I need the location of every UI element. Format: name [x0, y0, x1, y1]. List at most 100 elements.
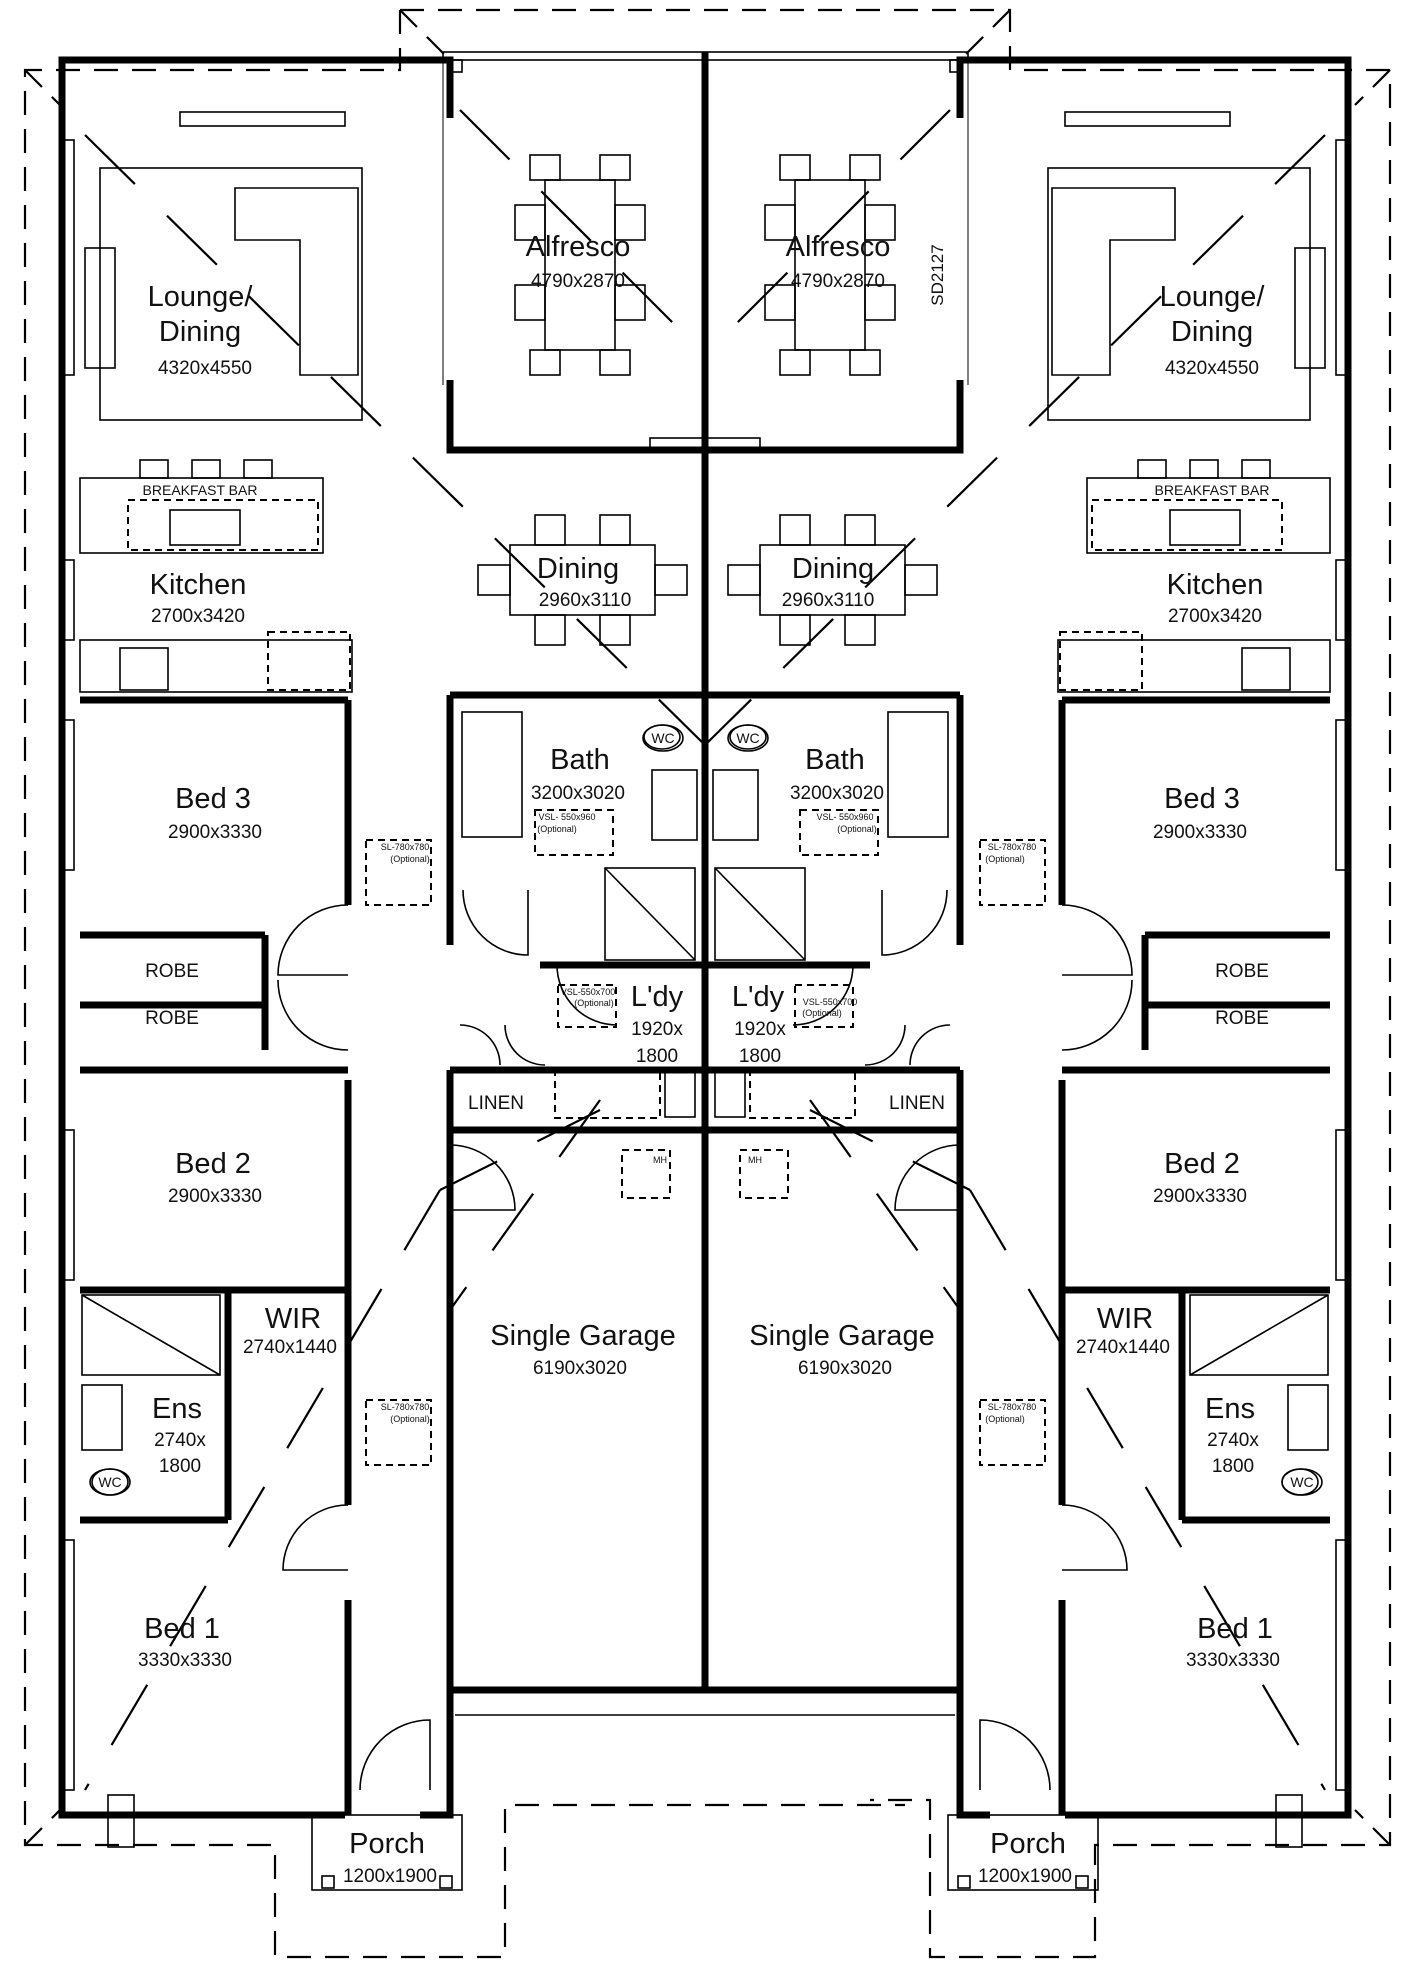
bath-dimension: 3200x3020 — [790, 783, 884, 804]
alfresco-label: Alfresco — [526, 231, 631, 263]
wc-fixtures — [89, 724, 1323, 1496]
bed2-dimension: 2900x3330 — [1153, 1186, 1247, 1207]
windows — [59, 111, 1351, 1791]
skylight-lower-note: (Optional) — [985, 1414, 1025, 1424]
ensuite-wc-label: WC — [98, 1474, 121, 1490]
laundry-vanity-label: VSL-550x700 — [561, 987, 616, 997]
garage-label: Single Garage — [749, 1320, 934, 1352]
dining-dimension: 2960x3110 — [539, 590, 632, 611]
skylight-upper-note: (Optional) — [985, 854, 1025, 864]
lounge-label: Lounge/ — [1160, 281, 1266, 313]
bed3-label: Bed 3 — [1164, 783, 1240, 815]
alfresco-label: Alfresco — [786, 231, 891, 263]
dining-label: Dining — [792, 553, 874, 585]
bed1-label: Bed 1 — [144, 1613, 220, 1645]
ensuite-label: Ens — [152, 1393, 202, 1425]
skylights — [365, 839, 1046, 1466]
kitchen-dimension: 2700x3420 — [1168, 606, 1262, 627]
alfresco-dimension: 4790x2870 — [791, 271, 885, 292]
dining-dimension: 2960x3110 — [782, 590, 875, 611]
skylight-lower-label: SL-780x780 — [381, 1402, 430, 1412]
breakfast-bar-label: BREAKFAST BAR — [1155, 482, 1270, 498]
skylight-upper-label: SL-780x780 — [988, 842, 1037, 852]
bath-label: Bath — [550, 744, 610, 776]
lounge-label-line2: Dining — [159, 316, 241, 348]
laundry-vanity-note: (Optional) — [802, 1008, 842, 1018]
lounge-label-line2: Dining — [1171, 316, 1253, 348]
linen-label: LINEN — [468, 1093, 524, 1114]
laundry-vanity-label: VSL-550x700 — [803, 997, 858, 1007]
skylight-upper-label: SL-780x780 — [381, 842, 430, 852]
dining-tables — [477, 514, 938, 646]
garage-label: Single Garage — [490, 1320, 675, 1352]
drawing-code: SD2127 — [928, 244, 947, 305]
left-unit-labels: Lounge/ Dining 4320x4550 Alfresco 4790x2… — [98, 231, 683, 1887]
laundry-vanity-note: (Optional) — [574, 998, 614, 1008]
ensuite-dimension: 2740x — [154, 1430, 206, 1451]
bed1-dimension: 3330x3330 — [138, 1650, 232, 1671]
garage-dimension: 6190x3020 — [533, 1358, 627, 1379]
breakfast-bar-label: BREAKFAST BAR — [143, 482, 258, 498]
kitchen-dimension: 2700x3420 — [151, 606, 245, 627]
laundry-label: L'dy — [732, 981, 785, 1013]
bed2-label: Bed 2 — [1164, 1148, 1240, 1180]
ensuite-dimension-line2: 1800 — [159, 1456, 201, 1477]
doors — [277, 889, 1133, 1791]
ensuite-dimension: 2740x — [1207, 1430, 1259, 1451]
wir-label: WIR — [265, 1303, 321, 1335]
bath-wc-label: WC — [736, 730, 759, 746]
kitchen-label: Kitchen — [150, 569, 247, 601]
robe-lower-label: ROBE — [145, 1008, 199, 1029]
bath-dimension: 3200x3020 — [531, 783, 625, 804]
bathroom-fixtures — [461, 711, 949, 1199]
porch-label: Porch — [990, 1828, 1066, 1860]
laundry-dimension: 1920x — [631, 1019, 683, 1040]
ensuite-wc-label: WC — [1290, 1474, 1313, 1490]
ensuite-dimension-line2: 1800 — [1212, 1456, 1254, 1477]
robe-upper-label: ROBE — [145, 961, 199, 982]
bath-label: Bath — [805, 744, 865, 776]
alfresco-frame — [442, 51, 969, 385]
skylight-lower-note: (Optional) — [390, 1414, 430, 1424]
laundry-dimension-line2: 1800 — [636, 1046, 678, 1067]
roof-hip-lines — [84, 109, 1326, 1791]
kitchen-label: Kitchen — [1167, 569, 1264, 601]
linen-label: LINEN — [889, 1093, 945, 1114]
lounge-furniture — [84, 167, 1326, 421]
alfresco-dimension: 4790x2870 — [531, 271, 625, 292]
skylight-upper-note: (Optional) — [390, 854, 430, 864]
alfresco-tables — [514, 154, 896, 376]
bath-vanity-note: (Optional) — [837, 824, 877, 834]
porch-dimension: 1200x1900 — [978, 1866, 1072, 1887]
garage-dimension: 6190x3020 — [798, 1358, 892, 1379]
laundry-label: L'dy — [631, 981, 684, 1013]
wir-dimension: 2740x1440 — [1076, 1337, 1170, 1358]
porch-label: Porch — [349, 1828, 425, 1860]
bath-wc-label: WC — [651, 730, 674, 746]
bath-vanity-label: VSL- 550x960 — [538, 812, 595, 822]
porches — [107, 1794, 1303, 1891]
right-unit-labels: Lounge/ Dining 4320x4550 Alfresco 4790x2… — [732, 231, 1314, 1887]
wir-label: WIR — [1097, 1303, 1153, 1335]
bed2-label: Bed 2 — [175, 1148, 251, 1180]
wir-dimension: 2740x1440 — [243, 1337, 337, 1358]
internal-walls — [80, 691, 1330, 1815]
bed3-dimension: 2900x3330 — [168, 822, 262, 843]
lounge-dimension: 4320x4550 — [1165, 358, 1259, 379]
bed3-label: Bed 3 — [175, 783, 251, 815]
kitchen-benches — [79, 459, 1331, 693]
bed3-dimension: 2900x3330 — [1153, 822, 1247, 843]
bath-vanity-label: VSL- 550x960 — [816, 812, 873, 822]
laundry-dimension-line2: 1800 — [739, 1046, 781, 1067]
manhole-label: MH — [748, 1155, 762, 1165]
bed1-label: Bed 1 — [1197, 1613, 1273, 1645]
manhole-label: MH — [653, 1155, 667, 1165]
dining-label: Dining — [537, 553, 619, 585]
lounge-dimension: 4320x4550 — [158, 358, 252, 379]
skylight-lower-label: SL-780x780 — [988, 1402, 1037, 1412]
robe-upper-label: ROBE — [1215, 961, 1269, 982]
bath-vanity-note: (Optional) — [537, 824, 577, 834]
bed1-dimension: 3330x3330 — [1186, 1650, 1280, 1671]
robe-lower-label: ROBE — [1215, 1008, 1269, 1029]
